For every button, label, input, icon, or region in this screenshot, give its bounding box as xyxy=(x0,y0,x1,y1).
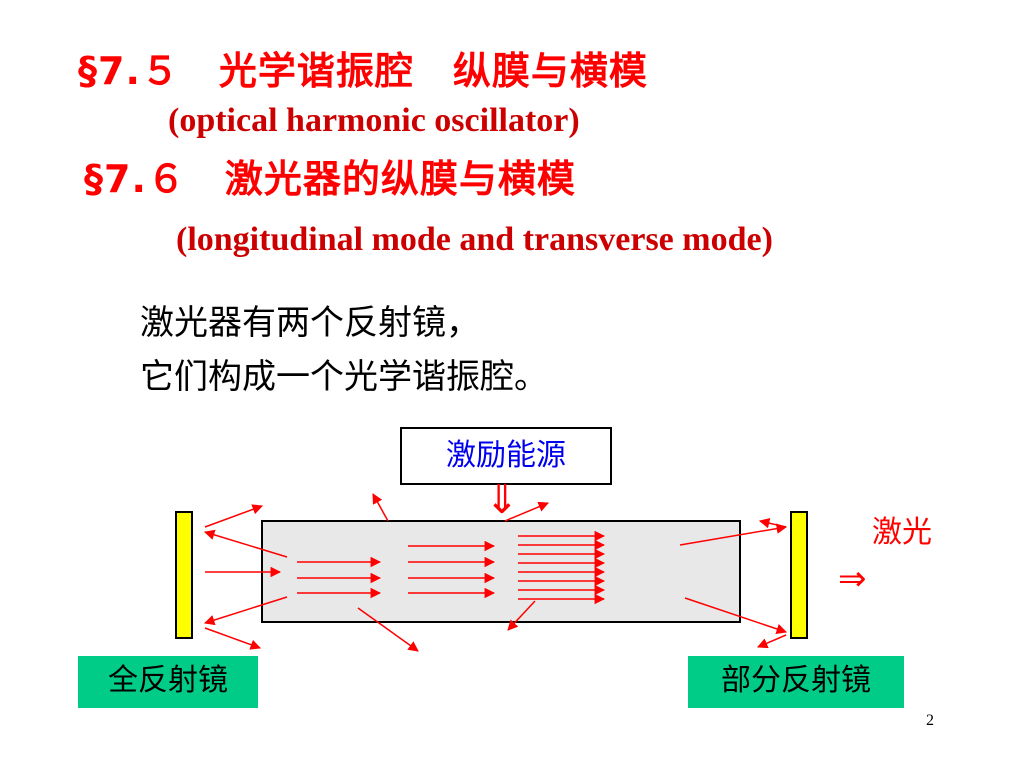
full-mirror-label: 全反射镜 xyxy=(78,656,258,708)
heading-7-5-english: (optical harmonic oscillator) xyxy=(168,102,580,139)
body-text-line-1: 激光器有两个反射镜， xyxy=(140,303,480,343)
gain-medium-tube xyxy=(261,520,741,623)
partial-reflection-mirror xyxy=(790,511,808,639)
heading-7-6: §7.６ 激光器的纵膜与横模 xyxy=(84,157,576,201)
ray-left-in-lower xyxy=(203,596,288,626)
ray-left-in-upper xyxy=(203,529,288,558)
ray-right-in-upper xyxy=(679,523,788,546)
page-number: 2 xyxy=(926,712,934,729)
ray-right-out-lower xyxy=(757,634,787,649)
laser-output-arrow-icon: ⇒ xyxy=(838,559,867,599)
ray-right-in-lower xyxy=(684,597,787,634)
ray-stray-down-right xyxy=(507,600,536,631)
laser-output-label: 激光 xyxy=(872,515,932,550)
partial-mirror-label: 部分反射镜 xyxy=(688,656,904,708)
heading-7-5: §7.５ 光学谐振腔 纵膜与横模 xyxy=(78,49,648,93)
spontaneous-rays-right xyxy=(679,518,788,649)
energy-source-box: 激励能源 xyxy=(400,427,612,485)
ray-stray-down-left xyxy=(357,607,419,652)
amplified-beam xyxy=(297,530,606,605)
heading-7-6-english: (longitudinal mode and transverse mode) xyxy=(176,221,773,258)
ray-left-out-lower xyxy=(204,627,261,650)
stray-rays xyxy=(357,493,549,652)
ray-stray-up-right xyxy=(504,501,549,522)
full-reflection-mirror xyxy=(175,511,193,639)
ray-left-out-upper xyxy=(204,504,263,528)
ray-right-out-upper xyxy=(758,518,787,529)
ray-stray-up-left xyxy=(372,493,389,522)
pump-down-arrow-icon: ⇓ xyxy=(485,477,519,523)
body-text-line-2: 它们构成一个光学谐振腔。 xyxy=(140,357,548,397)
spontaneous-rays-left xyxy=(203,504,288,650)
